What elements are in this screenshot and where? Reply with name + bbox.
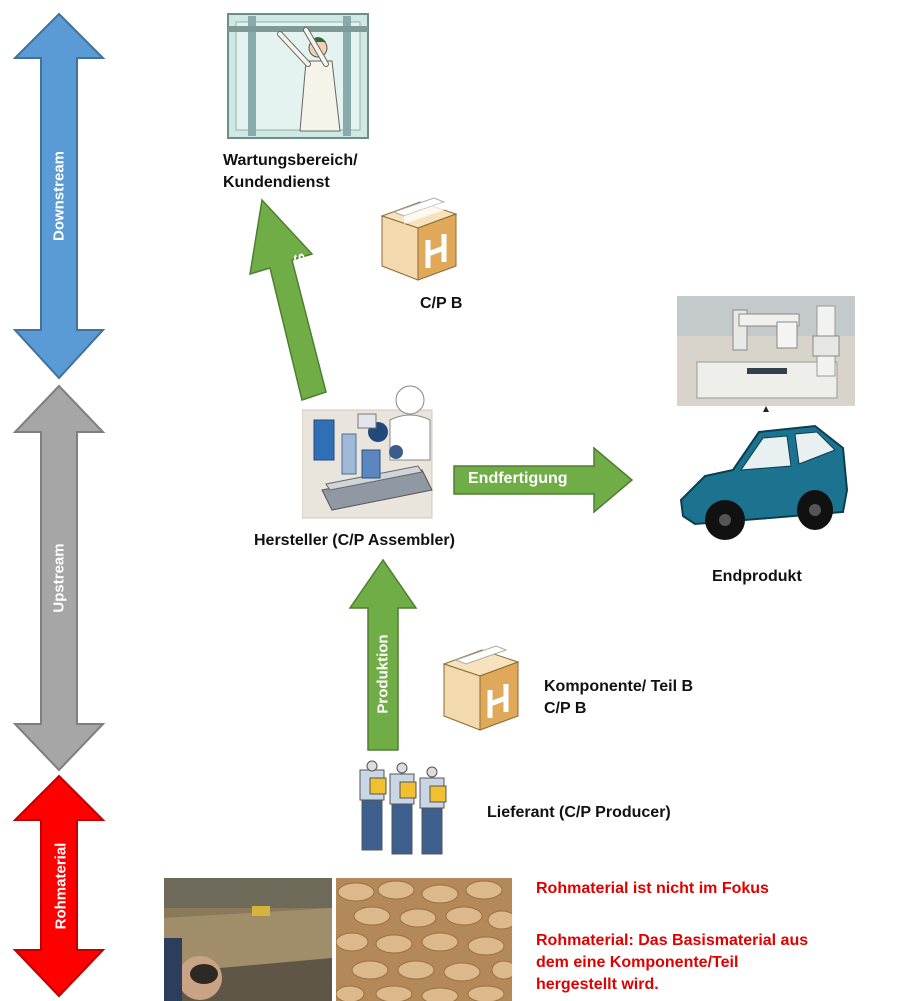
mining-photo: [164, 878, 332, 1001]
component-label-line1: Komponente/ Teil B: [544, 678, 694, 695]
component-label-line2: C/P B: [544, 700, 587, 717]
final-assembly-label: Endfertigung: [468, 470, 568, 487]
raw-material-label: Rohmaterial: [52, 842, 70, 930]
link-marker: [763, 406, 769, 412]
definition-line3: hergestellt wird.: [536, 976, 659, 993]
focus-note: Rohmaterial ist nicht im Fokus: [536, 880, 769, 897]
supplier-label: Lieferant (C/P Producer): [487, 804, 671, 821]
service-arrow: [249, 198, 327, 401]
downstream-arrow: [12, 12, 106, 380]
maintenance-label-line1: Wartungsbereich/: [223, 152, 358, 169]
manufacturer-illustration: [302, 385, 433, 519]
raw-material-arrow: [12, 774, 106, 998]
maintenance-illustration: [218, 6, 378, 144]
box-icon: [380, 197, 458, 281]
component-box-icon: [442, 645, 520, 731]
manufacturer-label: Hersteller (C/P Assembler): [254, 532, 455, 549]
supplier-illustration: [359, 760, 447, 855]
phase-arrows: [12, 12, 106, 998]
production-label: Produktion: [374, 634, 392, 714]
car-illustration: [675, 412, 855, 558]
maintenance-label-line2: Kundendienst: [223, 174, 330, 191]
definition-line1: Rohmaterial: Das Basismaterial aus: [536, 932, 809, 949]
xray-machine-photo: [677, 296, 855, 406]
definition-line2: dem eine Komponente/Teil: [536, 954, 739, 971]
final-assembly-arrow: [453, 446, 634, 514]
upstream-arrow: [12, 384, 106, 772]
upstream-label: Upstream: [50, 543, 68, 613]
end-product-label: Endprodukt: [712, 568, 802, 585]
peanuts-photo: [336, 878, 512, 1001]
downstream-label: Downstream: [50, 150, 68, 242]
production-arrow: [348, 558, 418, 751]
cp-b-label: C/P B: [420, 295, 463, 312]
